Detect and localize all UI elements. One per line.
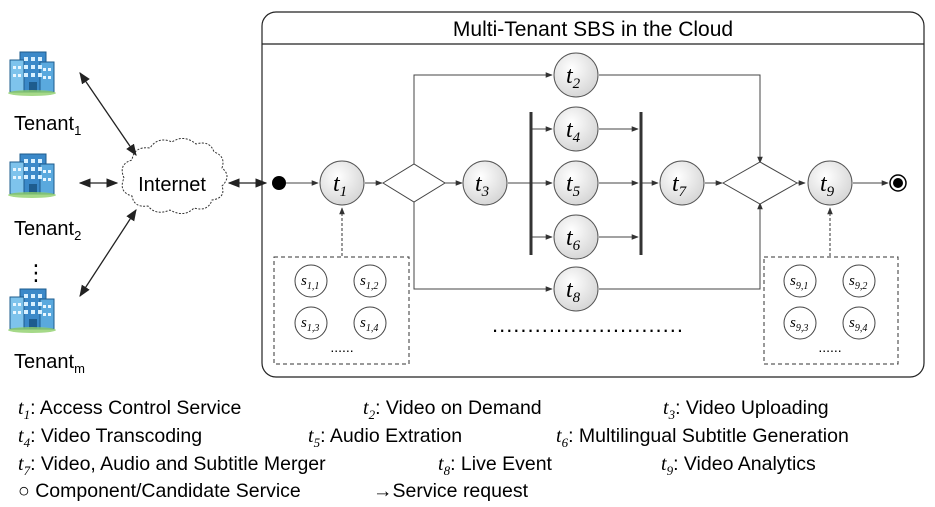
decision-diamond-right xyxy=(721,161,799,205)
svg-text:t6: t6 xyxy=(566,225,581,254)
legend-t4: t4: Video Transcoding xyxy=(18,425,203,450)
legend-t3: t3: Video Uploading xyxy=(663,397,829,422)
task-node-t3: t3 xyxy=(462,160,508,206)
legend-component: ○ Component/Candidate Service xyxy=(18,480,301,502)
more-tasks-ellipsis: ........................... xyxy=(492,312,684,337)
candidate-s91: s9,1 xyxy=(783,264,817,298)
start-node xyxy=(272,176,286,190)
candidate-s13: s1,3 xyxy=(294,306,328,340)
tenant-m-icon xyxy=(7,288,57,334)
task-node-t1: t1 xyxy=(319,160,365,206)
tenant-1-label: Tenant1 xyxy=(14,113,81,138)
tenant-ellipsis: ⋮ xyxy=(25,260,47,285)
candidate-s92: s9,2 xyxy=(842,264,876,298)
task-node-t2: t2 xyxy=(553,52,599,98)
svg-text:s1,3: s1,3 xyxy=(301,315,319,334)
svg-text:t7: t7 xyxy=(672,171,688,200)
candidates-box-t9 xyxy=(763,256,899,365)
task-node-t4: t4 xyxy=(553,106,599,152)
decision-diamond-left xyxy=(382,163,446,203)
svg-text:s9,1: s9,1 xyxy=(790,273,808,292)
svg-text:s1,1: s1,1 xyxy=(301,273,319,292)
svg-text:t1: t1 xyxy=(333,171,347,200)
svg-text:t5: t5 xyxy=(566,171,581,200)
cloud-title: Multi-Tenant SBS in the Cloud xyxy=(453,18,733,41)
legend-t1: t1: Access Control Service xyxy=(18,397,242,422)
svg-text:s9,3: s9,3 xyxy=(790,315,808,334)
legend-request: →Service request xyxy=(373,480,528,502)
legend-row-3: t7: Video, Audio and Subtitle Merger t8:… xyxy=(18,453,928,478)
svg-text:t8: t8 xyxy=(566,277,581,306)
svg-text:t4: t4 xyxy=(566,117,581,146)
candidate-s11: s1,1 xyxy=(294,264,328,298)
legend-t5: t5: Audio Extration xyxy=(308,425,463,450)
legend-row-4: ○ Component/Candidate Service →Service r… xyxy=(18,480,928,502)
svg-text:s1,2: s1,2 xyxy=(360,273,378,292)
svg-text:t2: t2 xyxy=(566,63,581,92)
task-node-t5: t5 xyxy=(553,160,599,206)
task-node-t6: t6 xyxy=(553,214,599,260)
candidate-s94: s9,4 xyxy=(842,306,876,340)
circle-icon: ○ xyxy=(18,480,30,502)
svg-text:s9,4: s9,4 xyxy=(849,315,867,334)
legend-t6: t6: Multilingual Subtitle Generation xyxy=(556,425,849,450)
tenant-m-label: Tenantm xyxy=(14,351,85,376)
arrow-right-icon: → xyxy=(373,480,393,502)
cloud-container xyxy=(261,11,925,378)
task-node-t7: t7 xyxy=(659,160,705,206)
legend-t7: t7: Video, Audio and Subtitle Merger xyxy=(18,453,326,478)
svg-text:s9,2: s9,2 xyxy=(849,273,867,292)
svg-text:t3: t3 xyxy=(475,171,489,200)
candidate-s93: s9,3 xyxy=(783,306,817,340)
legend-row-2: t4: Video Transcoding t5: Audio Extratio… xyxy=(18,425,928,450)
task-node-t9: t9 xyxy=(807,160,853,206)
task-node-t8: t8 xyxy=(553,266,599,312)
legend-row-1: t1: Access Control Service t2: Video on … xyxy=(18,397,928,422)
legend-t8: t8: Live Event xyxy=(438,453,552,478)
tenant-1-icon xyxy=(7,51,57,97)
candidates-box-t1 xyxy=(273,256,410,365)
internet-cloud-icon xyxy=(121,138,228,214)
candidates-right-more: ...... xyxy=(818,339,841,355)
legend-t2: t2: Video on Demand xyxy=(363,397,542,422)
legend-t9: t9: Video Analytics xyxy=(661,453,816,478)
tenant-2-label: Tenant2 xyxy=(14,218,81,243)
internet-label: Internet xyxy=(138,174,206,196)
candidates-left-more: ...... xyxy=(330,339,353,355)
candidate-s14: s1,4 xyxy=(353,306,387,340)
tenant-2-icon xyxy=(7,153,57,199)
svg-text:t9: t9 xyxy=(820,171,835,200)
candidate-s12: s1,2 xyxy=(353,264,387,298)
svg-text:s1,4: s1,4 xyxy=(360,315,378,334)
